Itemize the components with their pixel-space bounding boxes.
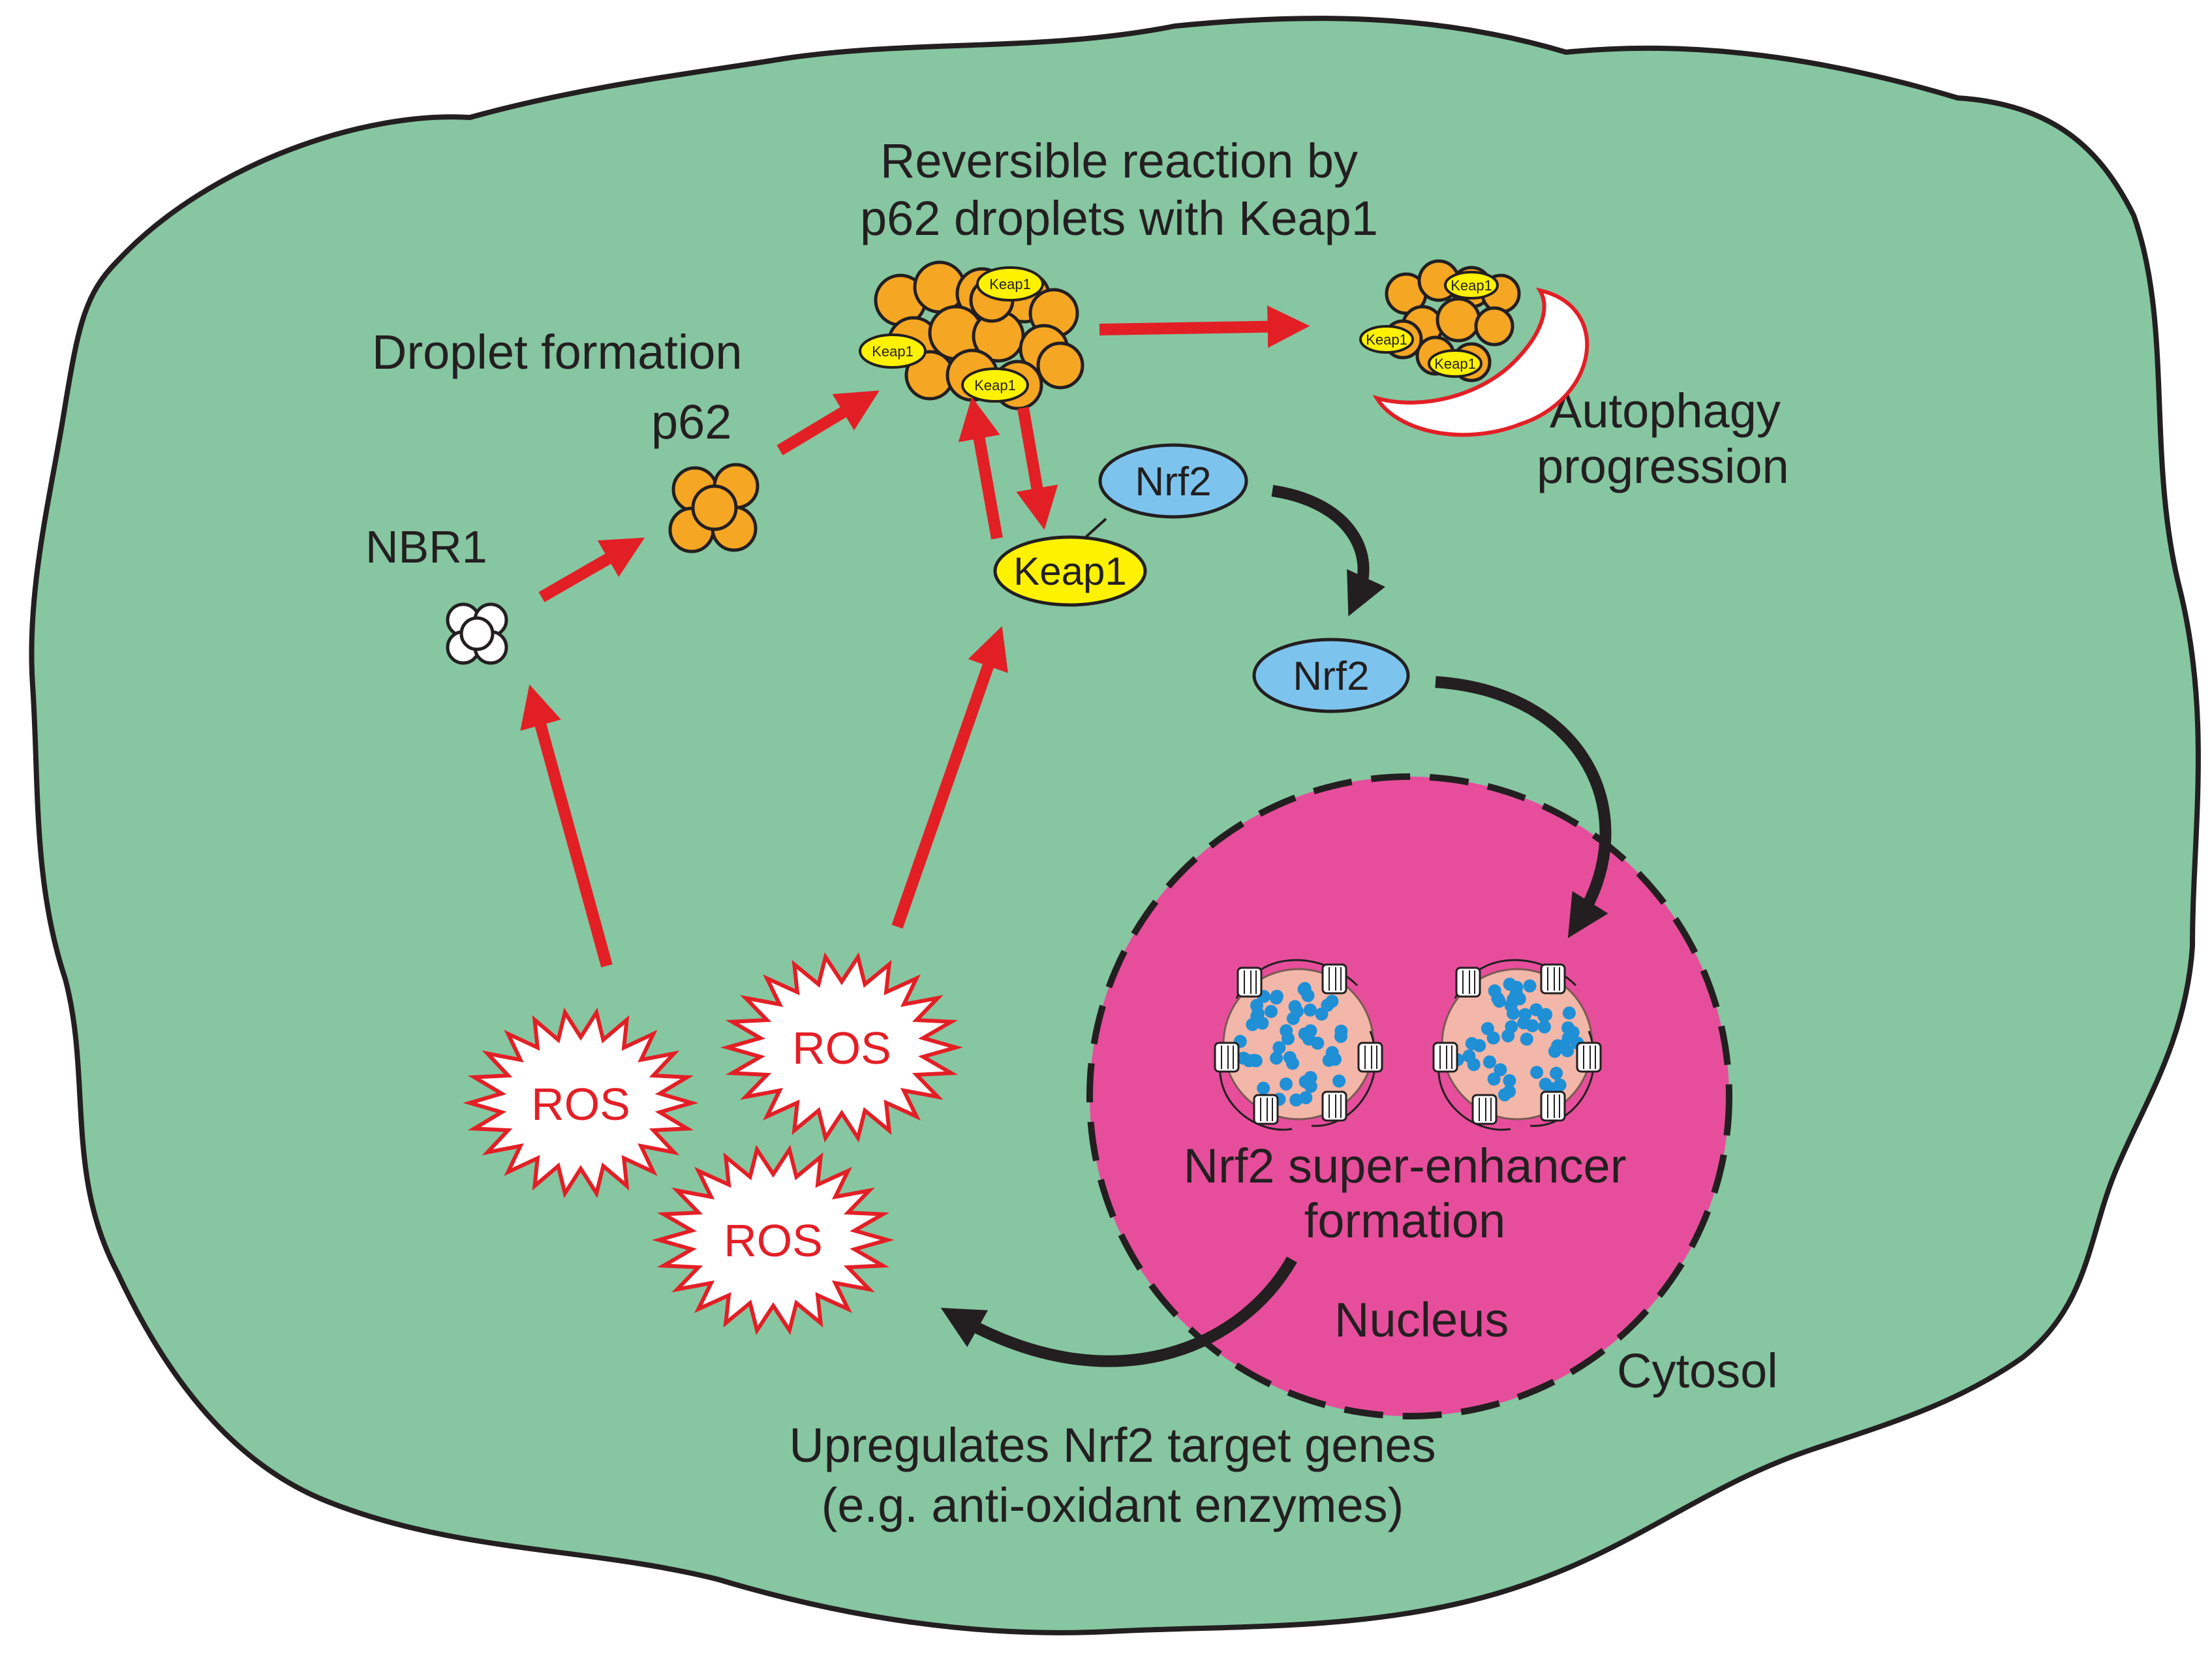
- keap1-free: Keap1: [993, 535, 1147, 607]
- svg-text:Nrf2: Nrf2: [1293, 654, 1369, 699]
- reversible-reaction-label: Reversible reaction by: [880, 134, 1358, 188]
- svg-text:ROS: ROS: [792, 1023, 891, 1074]
- arrow-nrf2-to-nucleus: [1435, 676, 1612, 938]
- autophagy-label: Autophagy: [1550, 384, 1781, 438]
- nrf2-bound: Nrf2: [1098, 443, 1248, 519]
- svg-text:ROS: ROS: [724, 1215, 823, 1266]
- keap1-label: Keap1: [1434, 356, 1476, 372]
- cell-cytosol: [29, 16, 2201, 1635]
- arrow-nbr1-to-p62: [538, 537, 645, 602]
- keap1-label: Keap1: [1451, 277, 1492, 294]
- autophagosome-membrane: [1372, 287, 1590, 437]
- arrow-droplet-to-keap1: [1016, 407, 1058, 530]
- svg-text:ROS: ROS: [531, 1079, 630, 1130]
- arrow-keap1-to-droplet: [958, 397, 1003, 540]
- super-enhancer-label: Nrf2 super-enhancer: [1184, 1139, 1627, 1193]
- arrow-upregulates-antioxidants: [940, 1256, 1297, 1367]
- arrow-ros-to-nbr1: [520, 684, 613, 968]
- nbr1-label: NBR1: [365, 521, 487, 572]
- cytosol-label: Cytosol: [1617, 1344, 1778, 1398]
- p62-oligomer: [668, 463, 760, 553]
- ros-burst: ROS: [652, 1145, 895, 1335]
- keap1-label: Keap1: [974, 377, 1016, 394]
- keap1-label: Keap1: [872, 343, 914, 360]
- super-enhancer-label: formation: [1304, 1194, 1505, 1248]
- ros-burst: ROS: [720, 952, 963, 1143]
- autophagy-label: progression: [1537, 439, 1789, 493]
- reversible-reaction-label: p62 droplets with Keap1: [860, 191, 1378, 245]
- p62-label: p62: [651, 395, 731, 449]
- upregulates-label: Upregulates Nrf2 target genes: [789, 1418, 1436, 1472]
- arrow-ros-to-keap1: [891, 626, 1008, 929]
- nrf2-free: Nrf2: [1252, 638, 1410, 713]
- nucleus-label: Nucleus: [1334, 1293, 1509, 1347]
- ros-burst: ROS: [463, 1007, 699, 1199]
- svg-text:Keap1: Keap1: [1013, 549, 1127, 593]
- super-enhancer-condensate: [1432, 959, 1602, 1131]
- arrow-droplet-to-autophagy: [1099, 305, 1310, 348]
- keap1-label: Keap1: [989, 276, 1031, 292]
- droplet-formation-label: Droplet formation: [372, 325, 743, 379]
- upregulates-label: (e.g. anti-oxidant enzymes): [822, 1478, 1404, 1532]
- super-enhancer-condensate: [1214, 959, 1383, 1131]
- nbr1-complex: [446, 602, 508, 665]
- keap1-label: Keap1: [1366, 332, 1407, 348]
- arrow-nrf2-release: [1271, 485, 1385, 617]
- svg-text:Nrf2: Nrf2: [1135, 459, 1211, 504]
- arrow-p62-to-droplet: [776, 390, 880, 456]
